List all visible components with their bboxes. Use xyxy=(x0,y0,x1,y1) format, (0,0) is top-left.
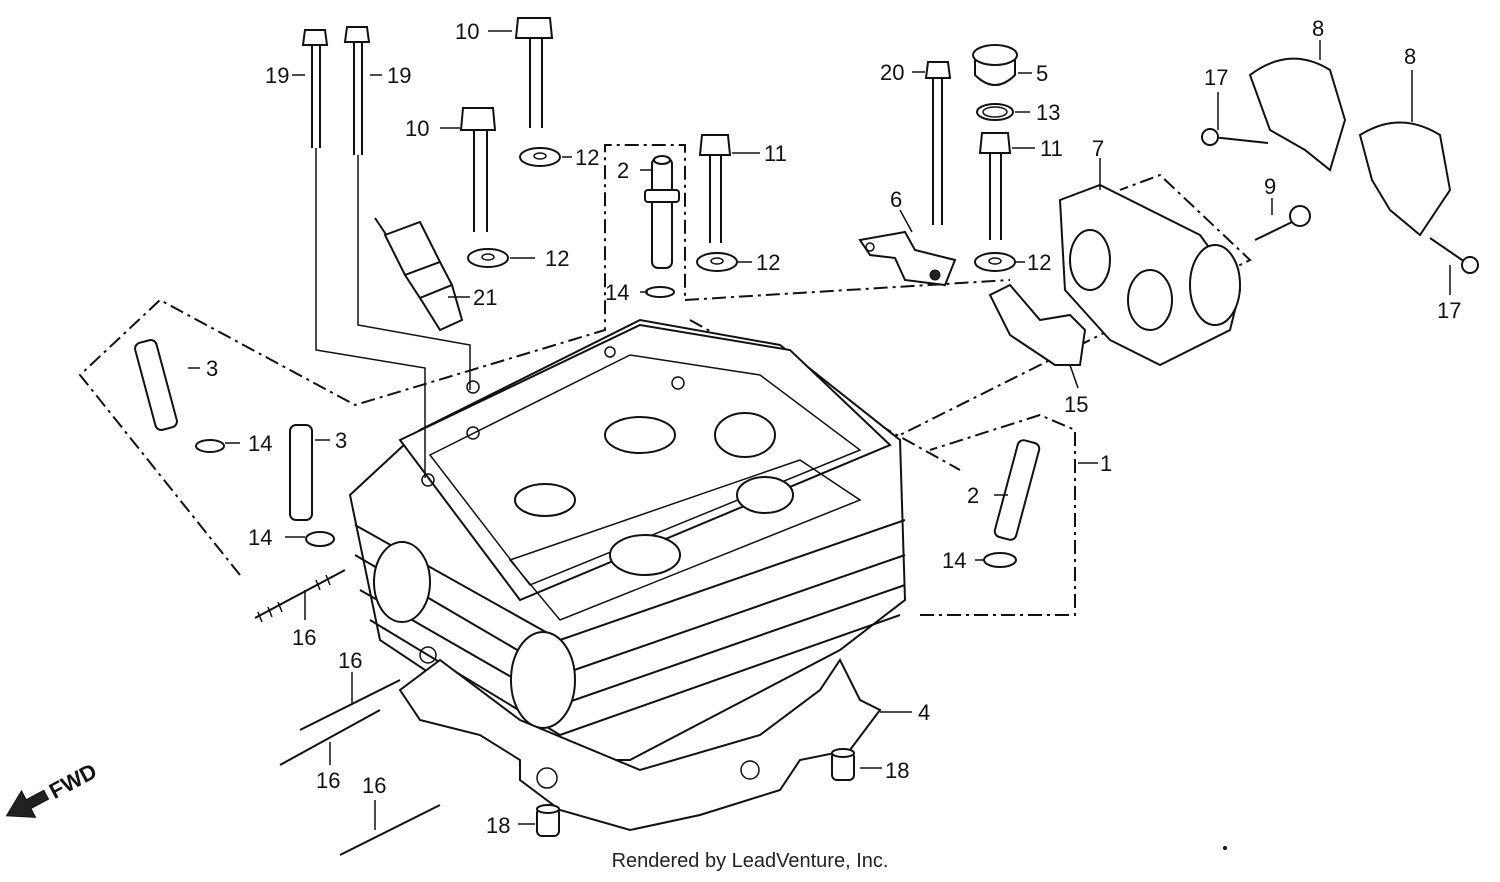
callout-12: 12 xyxy=(545,246,569,271)
bolts-11 xyxy=(696,132,1016,272)
callout-19: 19 xyxy=(265,63,289,88)
callout-5: 5 xyxy=(1036,61,1048,86)
callout-14: 14 xyxy=(248,525,272,550)
callout-10: 10 xyxy=(455,19,479,44)
callout-1: 1 xyxy=(1100,451,1112,476)
callout-14: 14 xyxy=(605,280,629,305)
callout-17: 17 xyxy=(1437,298,1461,323)
callout-2: 2 xyxy=(617,158,629,183)
callout-10: 10 xyxy=(405,116,429,141)
callout-15: 15 xyxy=(1064,392,1088,417)
callout-11: 11 xyxy=(1040,136,1063,161)
spark-plug xyxy=(374,217,464,332)
callout-16: 16 xyxy=(362,773,386,798)
callout-12: 12 xyxy=(1027,250,1051,275)
callout-8: 8 xyxy=(1312,16,1324,41)
callout-18: 18 xyxy=(486,813,510,838)
bolt-20-and-bracket xyxy=(858,61,957,287)
callout-6: 6 xyxy=(890,187,902,212)
callout-12: 12 xyxy=(575,145,599,170)
callout-14: 14 xyxy=(942,548,966,573)
callout-18: 18 xyxy=(885,758,909,783)
callout-16: 16 xyxy=(292,625,316,650)
callout-21: 21 xyxy=(473,285,497,310)
callout-16: 16 xyxy=(338,648,362,673)
hose-clamps xyxy=(1201,57,1479,274)
callout-19: 19 xyxy=(387,63,411,88)
callout-20: 20 xyxy=(880,60,904,85)
callout-4: 4 xyxy=(918,700,930,725)
callout-16: 16 xyxy=(316,768,340,793)
callout-9: 9 xyxy=(1264,174,1276,199)
leader-lines xyxy=(188,30,1451,830)
long-bolts xyxy=(301,26,471,478)
head-gasket xyxy=(398,658,882,832)
callout-7: 7 xyxy=(1092,136,1104,161)
fwd-label: FWD xyxy=(45,758,101,804)
cylinder-head xyxy=(348,318,907,761)
callout-3: 3 xyxy=(335,428,347,453)
callout-17: 17 xyxy=(1204,65,1228,90)
flange-bolts xyxy=(459,17,561,268)
callout-12: 12 xyxy=(756,250,780,275)
callout-8: 8 xyxy=(1404,44,1416,69)
callout-14: 14 xyxy=(248,431,272,456)
dowel-pins xyxy=(536,748,855,837)
callout-11: 11 xyxy=(764,141,787,166)
callout-13: 13 xyxy=(1036,100,1060,125)
callout-2: 2 xyxy=(967,483,979,508)
studs xyxy=(254,569,441,856)
speck xyxy=(1223,846,1227,850)
rendered-by-credit: Rendered by LeadVenture, Inc. xyxy=(611,850,889,872)
thermostat-housing xyxy=(988,183,1242,367)
callout-labels: 1 2 2 3 3 4 5 6 7 8 8 9 10 10 11 11 12 1… xyxy=(206,16,1461,838)
valve-guides xyxy=(134,155,1041,568)
cap-and-oring xyxy=(972,44,1018,121)
callout-3: 3 xyxy=(206,356,218,381)
forward-direction-arrow-icon: FWD xyxy=(5,758,101,818)
